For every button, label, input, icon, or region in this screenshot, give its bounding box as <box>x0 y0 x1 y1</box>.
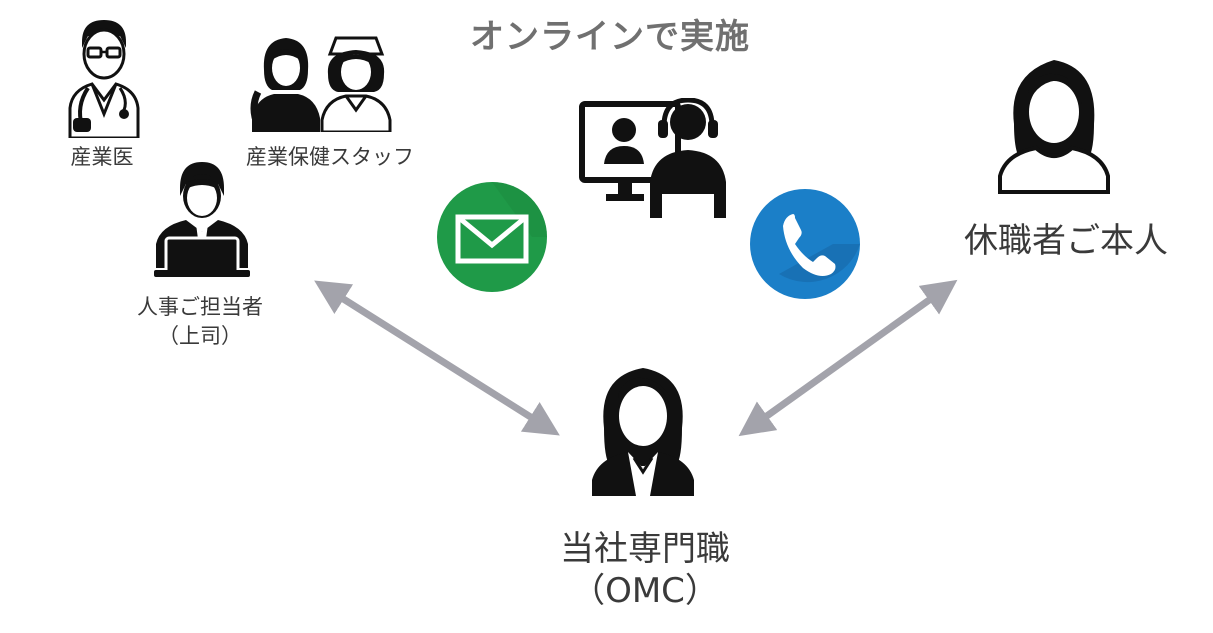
professional-woman-icon <box>590 362 696 498</box>
employee-label: 休職者ご本人 <box>964 221 1168 261</box>
health-staff-label: 産業保健スタッフ <box>246 145 414 169</box>
doctor-label: 産業医 <box>70 145 134 169</box>
phone-icon <box>749 188 861 300</box>
office-worker-icon <box>152 158 252 278</box>
hr-label-line2: （上司） <box>158 324 242 348</box>
mail-icon <box>436 181 548 293</box>
video-call-icon <box>578 98 738 220</box>
woman-icon <box>998 54 1110 194</box>
double-arrow-right <box>738 279 958 437</box>
omc-label-line1: 当社専門職 <box>560 529 730 569</box>
doctor-icon <box>62 14 146 138</box>
health-staff-icon <box>250 30 392 132</box>
double-arrow-left <box>314 280 560 436</box>
hr-label-line1: 人事ご担当者 <box>137 295 263 319</box>
omc-label-line2: （OMC） <box>571 571 719 611</box>
diagram-title: オンラインで実施 <box>470 17 750 57</box>
